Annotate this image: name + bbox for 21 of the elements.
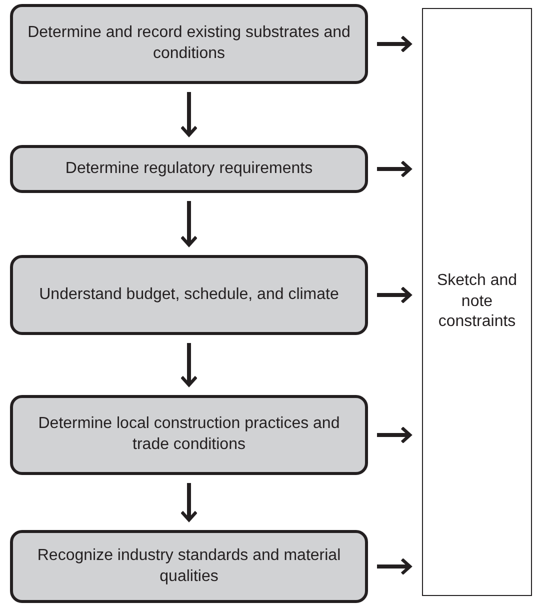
arrow — [377, 426, 412, 444]
box-label: Sketch and note constraints — [436, 270, 518, 332]
box-label: Determine and record existing substrates and conditions — [26, 23, 352, 64]
box-label: Determine local construction practices and trade conditions — [37, 414, 341, 455]
box-label: Understand budget, schedule, and climate — [39, 284, 339, 305]
arrow — [377, 160, 412, 178]
box-label: Determine regulatory requirements — [65, 158, 313, 179]
arrow — [180, 201, 198, 247]
process-box — [10, 145, 368, 193]
arrow — [377, 286, 412, 304]
arrow — [377, 35, 412, 53]
box-label: Recognize industry standards and material qualities — [36, 546, 342, 586]
arrow — [180, 343, 198, 387]
arrow — [180, 92, 198, 137]
process-box — [10, 395, 368, 475]
process-box — [10, 530, 368, 603]
arrow — [180, 483, 198, 522]
output-box — [422, 8, 532, 596]
arrow — [377, 558, 412, 576]
process-box — [10, 4, 368, 84]
process-box — [10, 255, 368, 335]
